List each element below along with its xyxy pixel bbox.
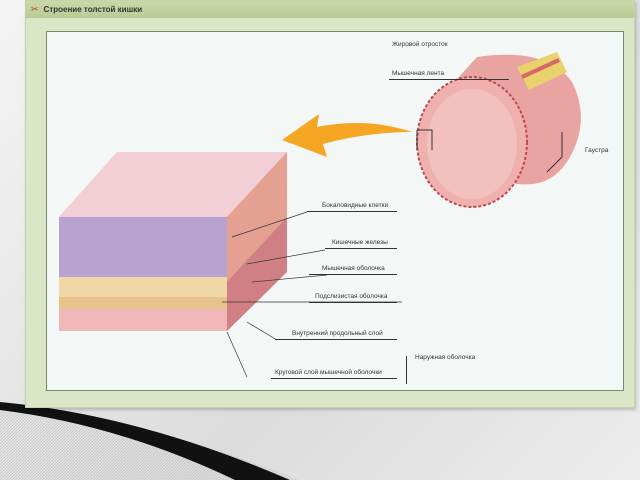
- label-submucosa: Подслизистая оболочка: [315, 293, 388, 300]
- scissors-icon: ✂: [31, 4, 39, 14]
- title-bar: ✂ Строение толстой кишки: [26, 1, 634, 18]
- window-title: Строение толстой кишки: [43, 5, 143, 14]
- label-goblet-cells: Бокаловидные клетки: [322, 202, 389, 209]
- label-muscle-band: Мышечная лента: [392, 70, 445, 77]
- colon-tube: [416, 52, 581, 208]
- tissue-block: [59, 152, 287, 331]
- label-haustra: Гаустра: [585, 147, 609, 154]
- label-muscular-layer: Мышечная оболочка: [322, 265, 385, 272]
- label-inner-longitudinal: Внутренний продольный слой: [292, 330, 383, 337]
- slide-window: ✂ Строение толстой кишки Жировой отросто…: [25, 0, 635, 408]
- label-outer-layer: Наружная оболочка: [415, 354, 476, 361]
- colon-illustration: [59, 52, 581, 378]
- label-intestinal-glands: Кишечные железы: [332, 239, 388, 246]
- label-circular-layer: Круговой слой мышечной оболочки: [275, 369, 382, 376]
- diagram-area: Жировой отросток Мышечная лента Гаустра …: [46, 31, 624, 391]
- arrow-icon: [282, 114, 412, 157]
- label-fat-appendage: Жировой отросток: [392, 41, 448, 48]
